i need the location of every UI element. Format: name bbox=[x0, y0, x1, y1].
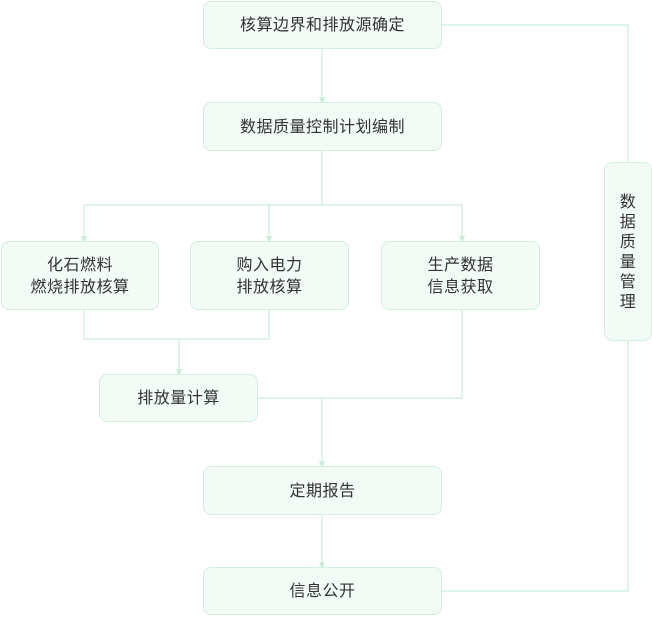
node-quality-mgmt-label: 数据质量管理 bbox=[619, 191, 637, 311]
node-production-data-label: 生产数据 信息获取 bbox=[427, 254, 494, 296]
node-purchased-power-accounting: 购入电力 排放核算 bbox=[190, 241, 349, 310]
connector-emission-calc-to-report bbox=[258, 397, 325, 469]
node-information-disclosure: 信息公开 bbox=[203, 567, 442, 615]
node-purchased-power-label: 购入电力 排放核算 bbox=[236, 254, 303, 296]
node-boundary-determination: 核算边界和排放源确定 bbox=[203, 1, 442, 49]
node-emission-calc-label: 排放量计算 bbox=[137, 388, 220, 407]
node-disclosure-label: 信息公开 bbox=[289, 581, 356, 600]
node-periodic-report-label: 定期报告 bbox=[289, 480, 356, 500]
node-qc-plan: 数据质量控制计划编制 bbox=[203, 102, 442, 151]
connector-fossil-fuel-merge bbox=[83, 310, 270, 340]
connector-quality-mgmt-to-boundary bbox=[442, 24, 629, 162]
connector-production-data-join bbox=[322, 310, 463, 399]
connector-disclosure-to-quality-mgmt bbox=[442, 341, 629, 592]
node-qc-plan-label: 数据质量控制计划编制 bbox=[239, 116, 405, 136]
node-fossil-fuel-label: 化石燃料 燃烧排放核算 bbox=[30, 254, 130, 296]
node-production-data: 生产数据 信息获取 bbox=[381, 241, 540, 310]
node-fossil-fuel-accounting: 化石燃料 燃烧排放核算 bbox=[1, 241, 159, 310]
node-periodic-report: 定期报告 bbox=[203, 466, 442, 515]
node-boundary-label: 核算边界和排放源确定 bbox=[239, 15, 405, 34]
node-data-quality-management: 数据质量管理 bbox=[604, 162, 652, 341]
node-emission-calculation: 排放量计算 bbox=[99, 374, 258, 422]
